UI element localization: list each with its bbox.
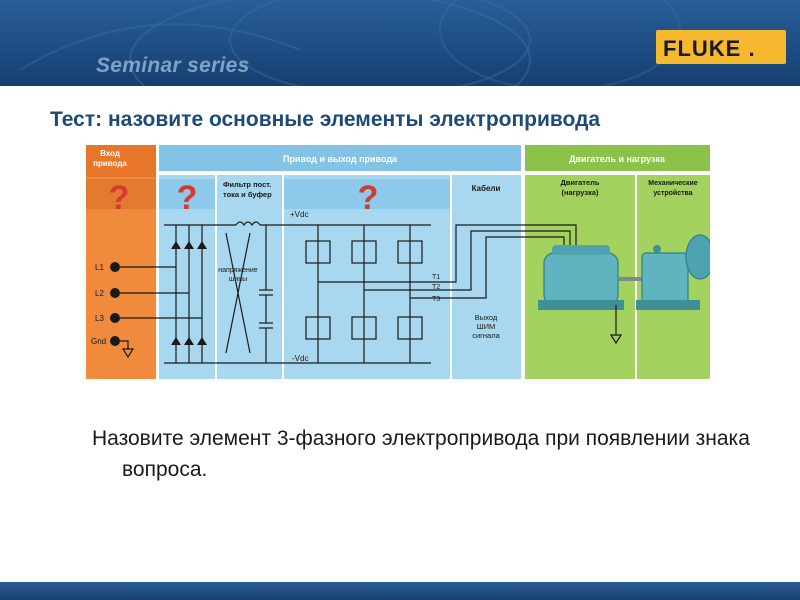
header-banner: Seminar series FLUKE . xyxy=(0,0,800,86)
inverter-circuit xyxy=(305,224,436,364)
vdc-plus-label: +Vdc xyxy=(290,210,308,219)
label-l2: L2 xyxy=(95,289,104,298)
label-gnd: Gnd xyxy=(91,337,106,346)
question-mark-inverter: ? xyxy=(358,179,379,217)
drive-title: Привод и выход привода xyxy=(283,154,398,164)
label-l1: L1 xyxy=(95,263,104,272)
input-wires xyxy=(120,266,202,359)
dc-filter-circuit xyxy=(212,221,386,364)
brand-series-label: Seminar series xyxy=(96,54,250,77)
label-t3: T3 xyxy=(432,296,440,303)
question-mark-input: ? xyxy=(109,179,130,217)
label-t2: T2 xyxy=(432,284,440,291)
vdc-minus-label: -Vdc xyxy=(292,354,308,363)
motor-header xyxy=(525,145,710,171)
fluke-logo-text: FLUKE . xyxy=(663,36,756,61)
rectifier-diodes xyxy=(171,241,207,345)
label-t1: T1 xyxy=(432,274,440,281)
input-terminals xyxy=(110,262,120,346)
fluke-logo xyxy=(656,30,786,64)
question-mark-rectifier: ? xyxy=(177,179,198,217)
page-title: Тест: назовите основные элементы электро… xyxy=(50,108,601,131)
motor-title: Двигатель и нагрузка xyxy=(569,154,666,164)
body-instruction: Назовите элемент 3-фазного электропривод… xyxy=(92,427,750,481)
motor-load-label: Двигатель(нагрузка) xyxy=(560,178,599,197)
footer-bar xyxy=(0,582,800,600)
cables-label: Кабели xyxy=(472,184,501,193)
mechanical-load-icon xyxy=(636,234,710,310)
filter-label: Фильтр пост.тока и буфер xyxy=(223,180,272,199)
drive-header xyxy=(159,145,521,171)
label-l3: L3 xyxy=(95,314,104,323)
motor-icon xyxy=(538,245,644,345)
